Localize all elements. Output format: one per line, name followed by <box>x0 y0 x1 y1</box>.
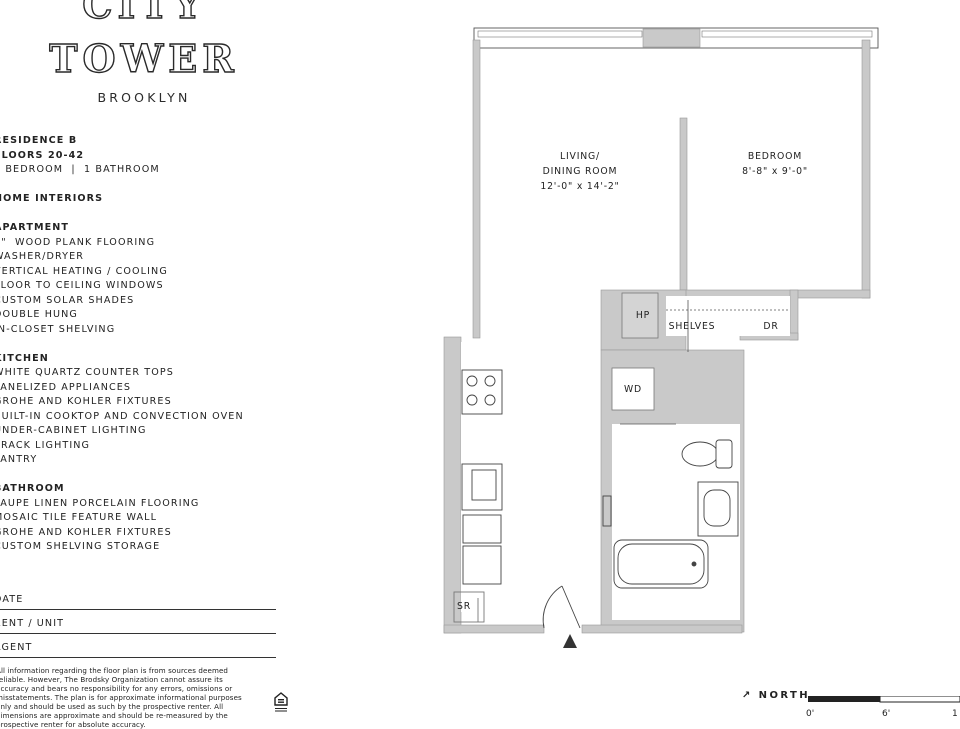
scale-label-0: 0' <box>806 709 815 719</box>
burner <box>484 394 496 406</box>
wd-label: WD <box>624 384 642 395</box>
bathtub <box>613 539 709 589</box>
rent-unit-field-label: RENT / UNIT <box>0 618 65 629</box>
list-item: TRACK LIGHTING <box>0 439 91 451</box>
list-item: VERTICAL HEATING / COOLING <box>0 265 168 277</box>
living-room-label-line2: DINING ROOM <box>543 166 618 177</box>
list-item: 5" WOOD PLANK FLOORING <box>0 236 156 248</box>
bedroom-dims: 8'-8" x 9'-0" <box>742 166 808 177</box>
sr-label: SR <box>457 601 471 612</box>
hp-label: HP <box>636 310 650 321</box>
kitchen-wall <box>443 336 462 634</box>
date-field-label: DATE <box>0 594 24 605</box>
living-room-label: LIVING/ <box>560 151 600 162</box>
list-item: GROHE AND KOHLER FIXTURES <box>0 396 172 407</box>
list-item: CUSTOM SHELVING STORAGE <box>0 541 161 552</box>
apartment-heading: APARTMENT <box>0 222 70 233</box>
rent-unit-field-line[interactable] <box>0 633 276 634</box>
home-interiors-heading: HOME INTERIORS <box>0 193 104 204</box>
equal-housing-icon <box>274 692 288 712</box>
list-item: FLOOR TO CEILING WINDOWS <box>0 280 164 291</box>
west-wall-living <box>472 39 481 339</box>
list-item: PANTRY <box>0 454 38 465</box>
scale-label-12: 1 <box>952 709 958 719</box>
residence-bed-bath: 1 BEDROOM | 1 BATHROOM <box>0 164 160 175</box>
brand-name-tower: TOWER <box>48 35 239 81</box>
partition-wall <box>679 117 688 296</box>
kitchen-heading: KITCHEN <box>0 352 49 364</box>
list-item: CUSTOM SOLAR SHADES <box>0 294 135 306</box>
brand-name-city: CITY <box>82 0 206 28</box>
date-field-line[interactable] <box>0 609 276 610</box>
south-wall <box>443 624 545 634</box>
list-item: BUILT-IN COOKTOP AND CONVECTION OVEN <box>0 410 244 422</box>
agent-field-label: AGENT <box>0 642 33 653</box>
closet-east-wall <box>789 289 799 341</box>
residence-floors: FLOORS 20-42 <box>0 149 85 161</box>
living-room-dims: 12'-0" x 14'-2" <box>540 181 619 192</box>
burner <box>484 375 496 387</box>
list-item: UNDER-CABINET LIGHTING <box>0 425 147 436</box>
residence-name: RESIDENCE B <box>0 135 78 146</box>
dr-label: DR <box>763 321 778 332</box>
bathtub-basin <box>617 543 705 585</box>
scale-bar <box>808 696 960 703</box>
north-label: NORTH <box>758 690 810 701</box>
list-item: GROHE AND KOHLER FIXTURES <box>0 526 172 538</box>
burner <box>466 394 478 406</box>
sr-closet <box>453 591 485 623</box>
north-indicator: ↗ NORTH <box>742 690 810 701</box>
east-wall-bedroom <box>861 39 871 299</box>
fridge <box>462 545 502 585</box>
list-item: WHITE QUARTZ COUNTER TOPS <box>0 367 174 378</box>
entry-arrow-icon <box>563 634 577 648</box>
sink-basin <box>471 469 497 501</box>
list-item: MOSAIC TILE FEATURE WALL <box>0 512 158 523</box>
dishwasher <box>462 514 502 544</box>
hp-unit <box>621 292 659 339</box>
window-pane <box>477 30 643 38</box>
list-item: WASHER/DRYER <box>0 251 85 262</box>
entry-door-swing <box>542 585 563 629</box>
burner <box>466 375 478 387</box>
bedroom-label: BEDROOM <box>748 151 802 162</box>
list-item: DOUBLE HUNG <box>0 309 78 320</box>
agent-field-line[interactable] <box>0 657 276 658</box>
vanity-basin <box>703 489 731 527</box>
north-arrow-icon: ↗ <box>742 690 753 701</box>
list-item: PANELIZED APPLIANCES <box>0 381 132 393</box>
toilet <box>681 441 719 467</box>
kitchen-sink <box>461 463 503 511</box>
scale-label-6: 6' <box>882 709 891 719</box>
vanity <box>697 481 739 537</box>
shelves-label: SHELVES <box>669 321 716 332</box>
column <box>642 28 701 48</box>
cooktop <box>461 369 503 415</box>
toilet-tank <box>715 439 733 469</box>
bathroom-heading: BATHROOM <box>0 483 65 494</box>
closet-floor <box>666 296 790 336</box>
list-item: IN-CLOSET SHELVING <box>0 323 116 335</box>
wd-unit <box>611 367 655 411</box>
list-item: TAUPE LINEN PORCELAIN FLOORING <box>0 497 200 509</box>
south-wall <box>581 624 743 634</box>
brand-location: BROOKLYN <box>97 90 191 105</box>
shelving <box>602 495 612 527</box>
window-pane <box>701 30 873 38</box>
